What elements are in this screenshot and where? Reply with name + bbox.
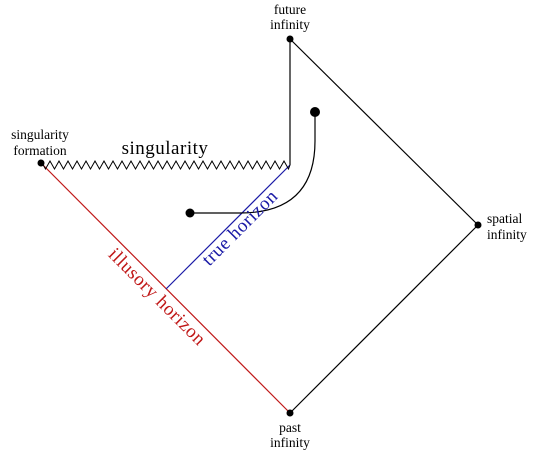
- singularity-formation-label-line1: singularity: [11, 127, 69, 142]
- true-horizon-label: true horizon: [198, 186, 282, 270]
- past-null-boundary: [289, 224, 479, 414]
- spatial-infinity-label-line1: spatial: [487, 211, 522, 226]
- past-infinity-dot: [286, 409, 294, 417]
- true-horizon-line: [165, 164, 291, 290]
- infalling-worldline: [190, 112, 316, 214]
- future-infinity-label-line2: infinity: [270, 17, 310, 32]
- singularity-zigzag: [40, 159, 291, 171]
- future-infinity-dot: [286, 35, 294, 43]
- illusory-horizon-label: illusory horizon: [104, 244, 210, 350]
- spatial-infinity-label-line2: infinity: [487, 227, 527, 242]
- future-null-boundary: [289, 38, 479, 226]
- past-infinity-label-line2: infinity: [270, 435, 310, 450]
- past-infinity-label-line1: past: [279, 420, 301, 435]
- worldline-end-dot: [310, 107, 320, 117]
- singularity-formation-label-line2: formation: [13, 143, 66, 158]
- singularity-formation-dot: [37, 159, 45, 167]
- worldline-start-dot: [185, 208, 195, 218]
- illusory-horizon-line: [40, 162, 291, 414]
- spatial-infinity-dot: [474, 221, 482, 229]
- singularity-label: singularity: [122, 138, 209, 159]
- future-infinity-label-line1: future: [274, 2, 306, 17]
